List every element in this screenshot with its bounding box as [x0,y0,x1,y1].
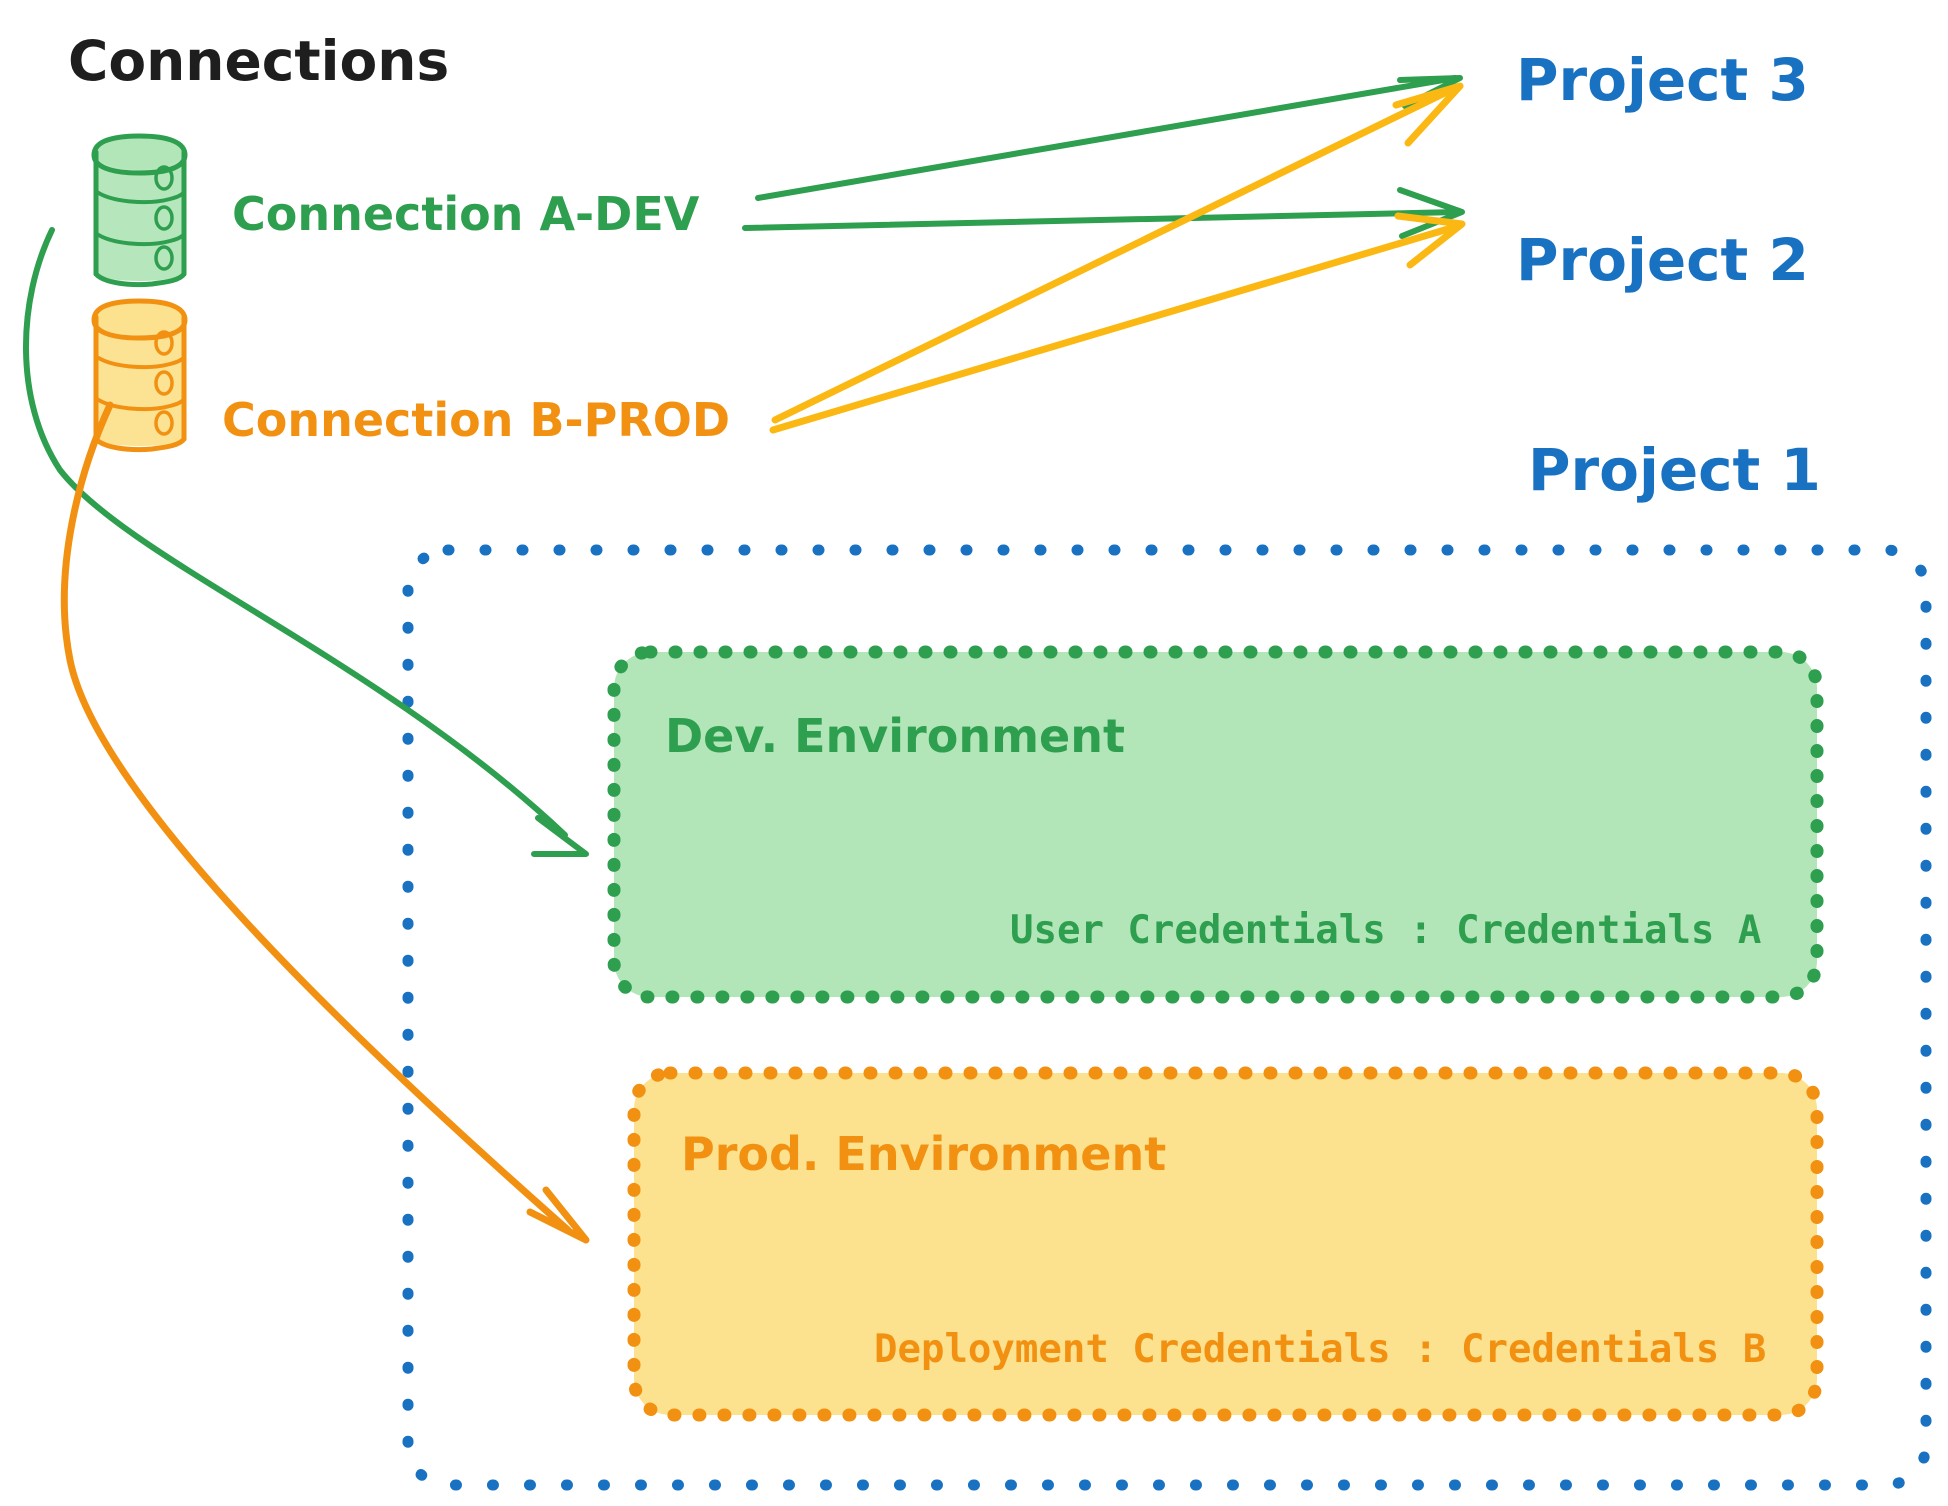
cylinder-divider-2 [95,397,186,412]
dev-environment-title: Dev. Environment [665,709,1125,763]
connection-a-dev-label[interactable]: Connection A-DEV [232,187,700,241]
prod-environment-dotted-border [627,1066,1824,1422]
connection-a-dev-database-cylinder-icon[interactable] [91,133,188,288]
edge-a-dev-to-dev-environment [23,227,589,857]
cylinder-bottom [93,436,187,453]
arrowhead [1397,187,1465,239]
connection-b-prod-database-cylinder-icon[interactable] [91,298,188,453]
cylinder-top-fill [94,300,184,334]
project-1-dotted-border [402,544,1932,1491]
cylinder-led-3 [154,410,174,436]
prod-environment-title: Prod. Environment [681,1127,1166,1181]
cylinder-led-3 [154,245,174,271]
cylinder-led-1 [154,165,174,191]
cylinder-bottom [93,271,187,288]
dev-environment-box[interactable] [607,645,1824,1004]
edge-a-dev-to-project-2 [742,187,1465,239]
prod-environment-fill [634,1073,1817,1415]
connection-b-prod-label[interactable]: Connection B-PROD [222,393,730,447]
cylinder-led-2 [154,370,174,396]
arrowhead [1394,212,1466,269]
arrowhead [531,815,589,857]
dev-environment-detail: User Credentials : Credentials A [1010,908,1761,953]
cylinder-divider-2 [95,232,186,247]
cylinder-led-1 [154,330,174,356]
dev-environment-fill [614,652,1817,997]
edge-b-prod-to-project-3 [771,82,1464,424]
cylinder-divider-1 [95,190,186,205]
project-1-container [402,544,1932,1491]
prod-environment-detail: Deployment Credentials : Credentials B [874,1327,1766,1372]
project-1-label[interactable]: Project 1 [1528,436,1821,504]
arrowhead [526,1186,590,1244]
edge-b-prod-to-prod-environment [60,401,590,1244]
prod-environment-box[interactable] [627,1066,1824,1422]
dev-environment-dotted-border [607,645,1824,1004]
project-2-label[interactable]: Project 2 [1516,226,1809,294]
edge-b-prod-to-project-2 [769,212,1466,434]
page-title: Connections [68,29,449,93]
arrowhead [1392,82,1464,147]
cylinder-led-2 [154,205,174,231]
project-3-label[interactable]: Project 3 [1516,46,1809,114]
cylinder-top-fill [94,135,184,169]
cylinder-divider-1 [95,355,186,370]
